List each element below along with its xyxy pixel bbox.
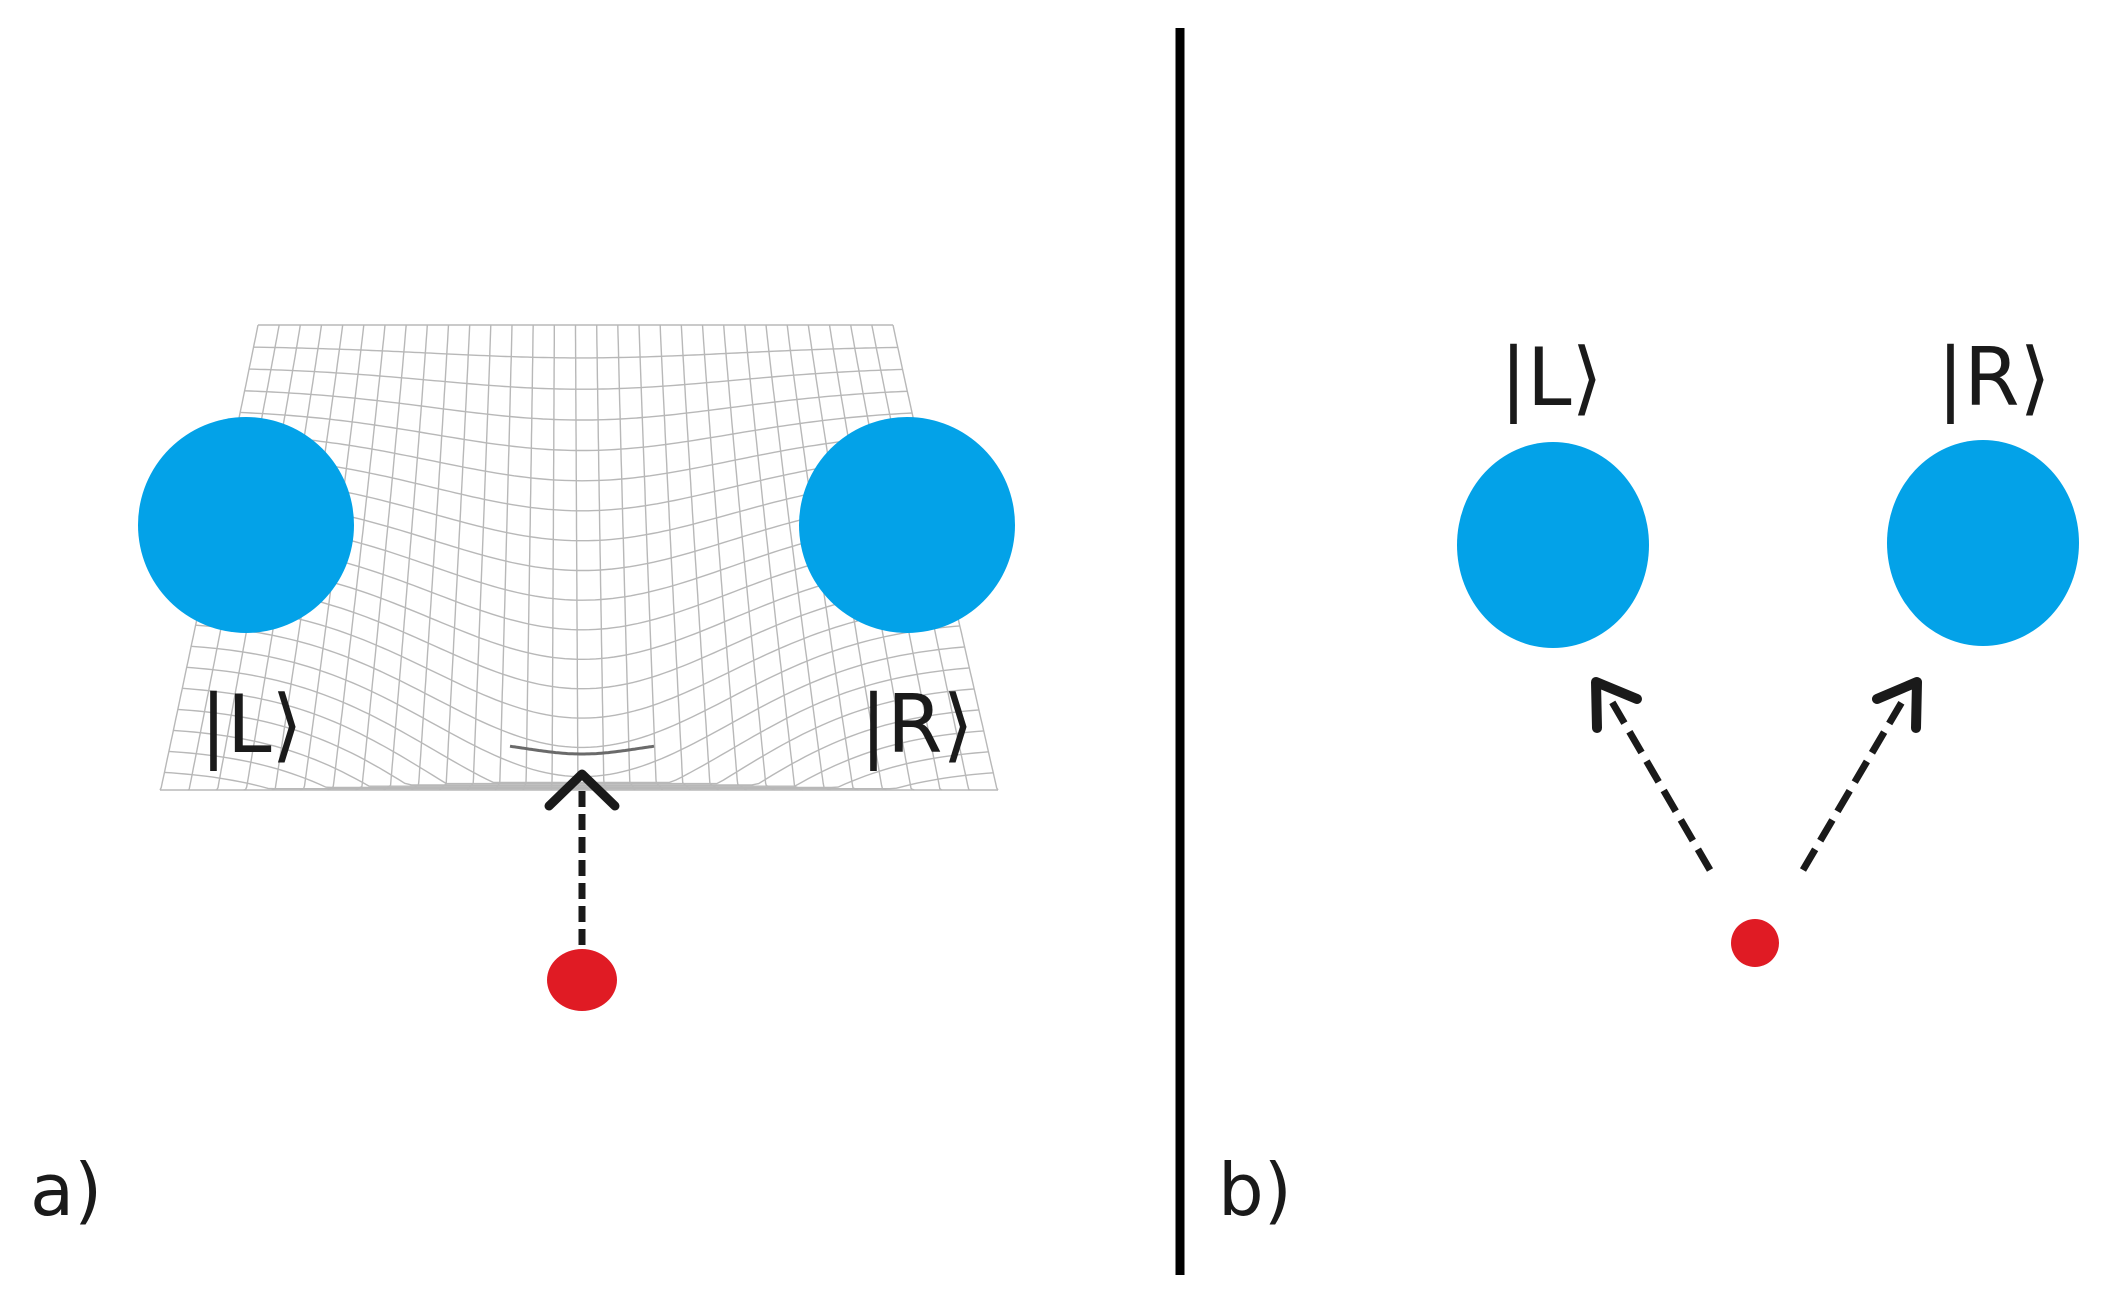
grid-line — [550, 325, 555, 790]
grid-line — [466, 324, 492, 791]
right-mass-b — [1887, 440, 2079, 646]
test-particle-b — [1731, 919, 1779, 967]
grid-line — [765, 324, 831, 791]
grid-line — [574, 325, 580, 790]
grid-line — [494, 324, 513, 791]
dashed-arrow-to-right — [1799, 677, 1922, 872]
grid-line — [680, 324, 720, 791]
grid-line — [327, 324, 386, 791]
grid-line — [659, 324, 692, 791]
grid-line — [596, 324, 608, 791]
grid-line — [617, 324, 636, 791]
upward-dashed-arrow — [544, 769, 620, 945]
ket-left-a: |L⟩ — [200, 678, 303, 772]
left-mass-a — [138, 417, 354, 633]
grid-line — [723, 324, 775, 791]
ket-right-a: |R⟩ — [860, 678, 974, 772]
panel-label-b: b) — [1218, 1148, 1292, 1232]
panel-label-a: a) — [30, 1148, 102, 1232]
grid-line — [438, 324, 471, 791]
grid-line — [701, 324, 747, 791]
grid-line — [410, 324, 450, 791]
ket-left-b: |L⟩ — [1500, 331, 1603, 425]
grid-line — [744, 324, 803, 791]
grid-line — [383, 324, 428, 791]
dashed-arrow-to-left — [1591, 677, 1714, 872]
grid-line — [509, 744, 655, 756]
ket-right-b: |R⟩ — [1937, 331, 2051, 425]
test-particle-a — [547, 949, 617, 1011]
right-mass-a — [799, 417, 1015, 633]
grid-line — [355, 324, 407, 791]
grid-line — [522, 324, 534, 791]
grid-line — [638, 324, 664, 791]
left-mass-b — [1457, 442, 1649, 648]
